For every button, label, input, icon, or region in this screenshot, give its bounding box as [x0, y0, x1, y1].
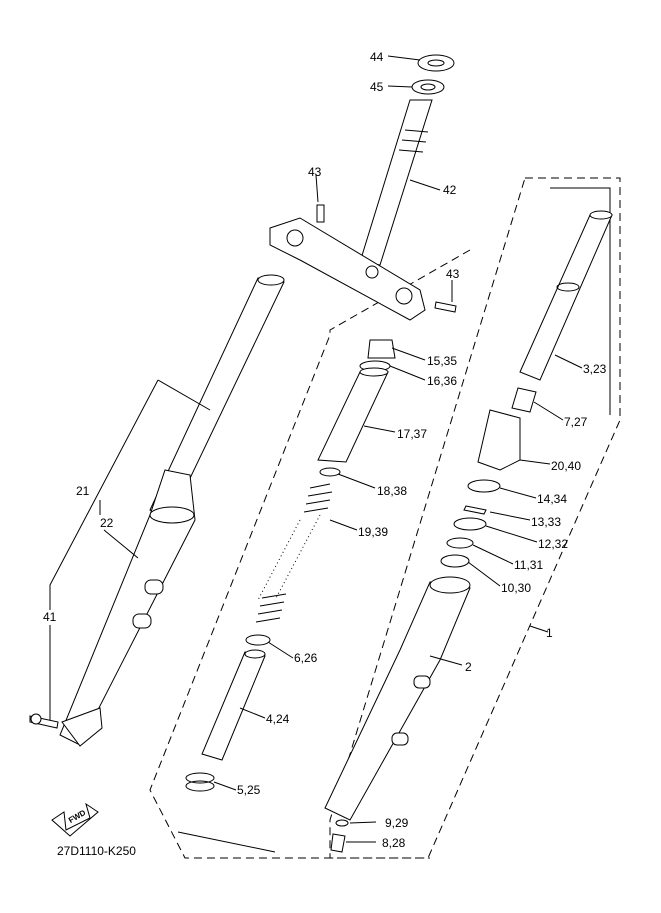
callout-22: 22 — [100, 516, 114, 530]
callout-11-31: 11,31 — [514, 558, 544, 572]
drain-bolt — [330, 833, 346, 853]
piston-ring — [245, 634, 271, 646]
cap-bolt — [367, 339, 396, 359]
callout-13-33: 13,33 — [531, 515, 562, 529]
callout-3-23: 3,23 — [583, 362, 607, 376]
callout-8-28: 8,28 — [382, 836, 406, 850]
retaining-clip — [463, 505, 487, 515]
damper-rod — [201, 651, 266, 761]
callout-12-32: 12,32 — [538, 537, 569, 551]
callout-14-34: 14,34 — [537, 492, 568, 506]
outer-tube-left — [59, 469, 196, 747]
seal-washer — [446, 537, 474, 549]
fork-spring — [255, 483, 333, 623]
callout-7-27: 7,27 — [564, 415, 588, 429]
slide-bushing — [440, 554, 470, 568]
bolt-43-top — [316, 204, 325, 223]
callout-16-36: 16,36 — [427, 374, 458, 388]
dust-seal — [467, 479, 501, 493]
callout-45: 45 — [370, 80, 384, 94]
rebound-spring — [185, 772, 215, 792]
callout-6-26: 6,26 — [294, 651, 318, 665]
gasket — [335, 819, 349, 827]
callout-2: 2 — [465, 660, 472, 674]
dust-boot — [477, 409, 521, 471]
callout-20-40: 20,40 — [551, 459, 582, 473]
callout-41: 41 — [43, 610, 57, 624]
bolt-43-right — [434, 301, 457, 313]
callout-5-25: 5,25 — [237, 783, 261, 797]
callout-21: 21 — [76, 484, 90, 498]
callout-43-right: 43 — [446, 267, 460, 281]
bearing-45 — [411, 79, 445, 95]
steering-stem — [359, 99, 433, 266]
bearing-44 — [417, 54, 455, 72]
callout-1: 1 — [546, 626, 553, 640]
callout-17-37: 17,37 — [397, 427, 428, 441]
callout-9-29: 9,29 — [385, 816, 409, 830]
oil-seal — [453, 517, 487, 531]
callout-18-38: 18,38 — [377, 484, 408, 498]
callout-19-39: 19,39 — [358, 525, 389, 539]
diagram-code: 27D1110-K250 — [57, 844, 136, 858]
bushing — [511, 387, 537, 413]
inner-tube-right — [519, 210, 613, 381]
callout-42: 42 — [443, 183, 457, 197]
under-bracket — [269, 217, 426, 321]
fwd-arrow-icon — [51, 802, 99, 837]
callout-4-24: 4,24 — [266, 712, 290, 726]
dashed-group-middle — [149, 249, 471, 859]
callout-43-top: 43 — [308, 165, 322, 179]
washer — [319, 467, 341, 477]
callout-15-35: 15,35 — [427, 354, 458, 368]
callout-10-30: 10,30 — [501, 581, 532, 595]
callout-44: 44 — [370, 50, 384, 64]
outer-tube-right — [324, 576, 471, 821]
dashed-group-right — [329, 177, 621, 859]
spacer — [317, 371, 389, 463]
